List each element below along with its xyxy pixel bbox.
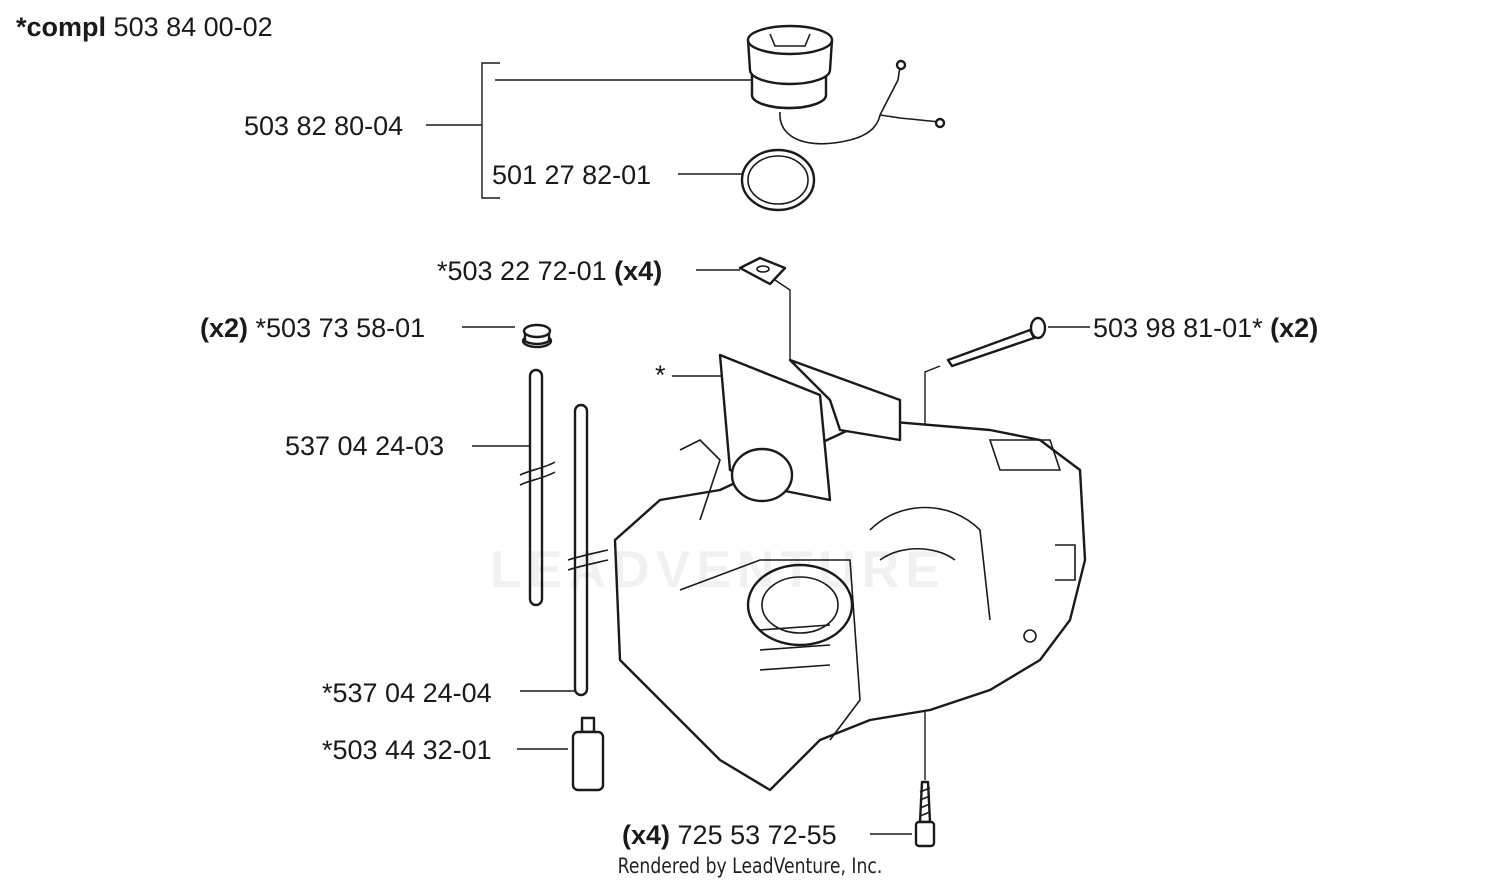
watermark: LEADVENTURE — [490, 541, 947, 599]
o-ring-drawing — [678, 148, 816, 212]
grommet-qty: (x2) — [200, 313, 249, 343]
cap-assembly-label[interactable]: 503 82 80-04 — [244, 111, 404, 141]
damper-plate-drawing — [696, 256, 791, 360]
grommet-label[interactable]: (x2) *503 73 58-01 — [200, 315, 425, 342]
compl-prefix: *compl — [16, 12, 107, 42]
fuel-filter-label[interactable]: *503 44 32-01 — [322, 735, 492, 765]
bottom-screw-drawing — [870, 780, 936, 848]
grommet-drawing — [462, 323, 553, 349]
fuel-cap-drawing — [495, 24, 946, 145]
grommet-number: *503 73 58-01 — [255, 313, 426, 343]
compl-number: 503 84 00-02 — [113, 12, 273, 42]
long-screw-label[interactable]: 503 98 81-01* (x2) — [1093, 315, 1318, 342]
fuel-hose-label[interactable]: 537 04 24-03 — [285, 431, 445, 461]
damper-plate-label[interactable]: *503 22 72-01 (x4) — [437, 258, 662, 285]
assembly-bracket — [426, 62, 500, 199]
long-screw-drawing — [924, 316, 1090, 430]
damper-plate-number: *503 22 72-01 — [437, 256, 607, 286]
o-ring-label[interactable]: 501 27 82-01 — [492, 160, 652, 190]
bottom-screw-number: 725 53 72-55 — [677, 820, 837, 850]
bottom-screw-label[interactable]: (x4) 725 53 72-55 — [622, 822, 837, 849]
compl-label: *compl 503 84 00-02 — [16, 14, 273, 41]
fuel-hose-2-label[interactable]: *537 04 24-04 — [322, 678, 492, 708]
damper-plate-qty: (x4) — [614, 256, 663, 286]
tank-marker[interactable]: * — [655, 360, 666, 390]
bottom-screw-qty: (x4) — [622, 820, 671, 850]
tank-housing-drawing — [613, 353, 1087, 792]
long-screw-qty: (x2) — [1270, 313, 1319, 343]
footer-credit: Rendered by LeadVenture, Inc. — [617, 854, 883, 878]
fuel-hose-drawing — [472, 368, 609, 697]
long-screw-number: 503 98 81-01* — [1093, 313, 1263, 343]
fuel-filter-drawing — [517, 716, 605, 792]
